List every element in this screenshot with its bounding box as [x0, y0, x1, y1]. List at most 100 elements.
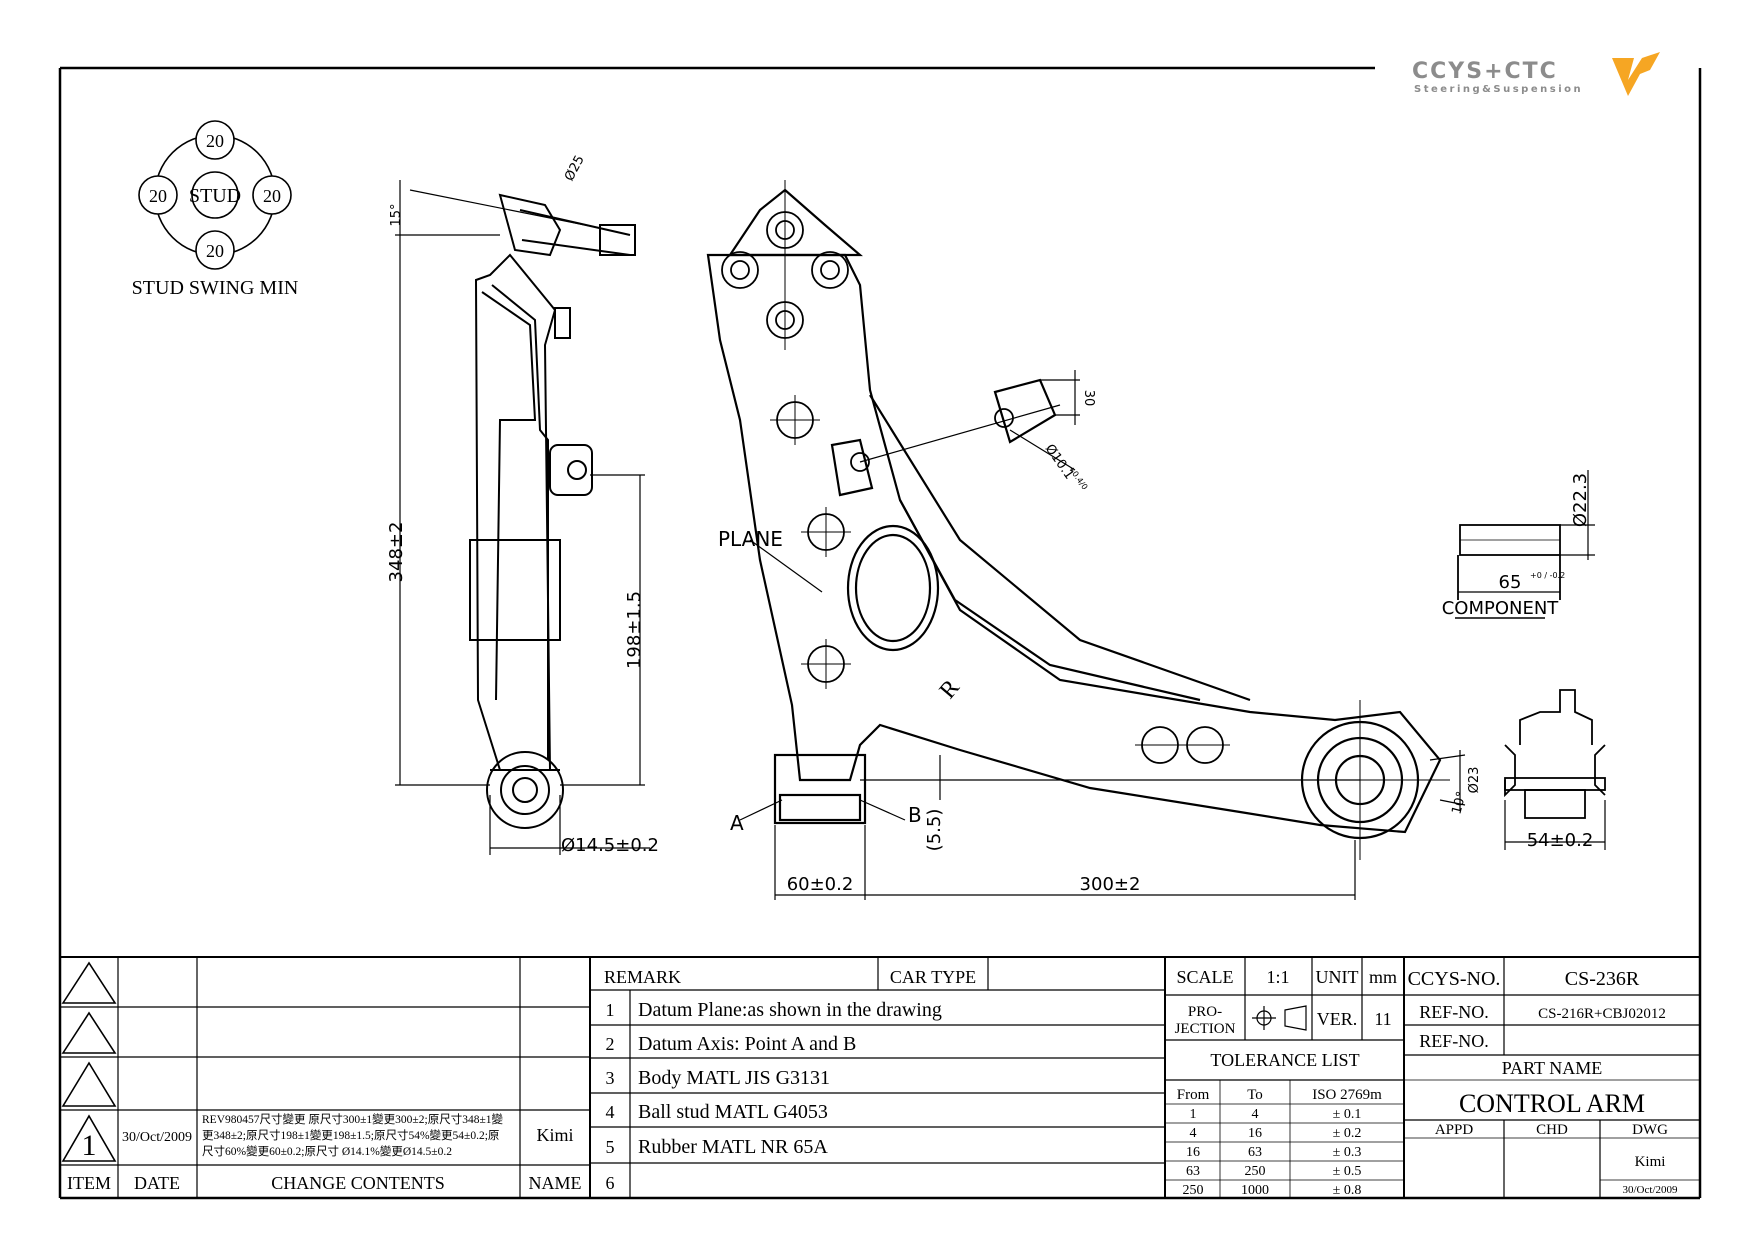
tol-header: From [1177, 1087, 1210, 1103]
dim-bush-width: 60±0.2 [787, 874, 854, 895]
tol-header: ISO 2769m [1312, 1087, 1382, 1103]
tolerance-cell: ± 0.2 [1333, 1126, 1362, 1141]
dim-offset: (5.5) [924, 809, 945, 852]
rev-header-date: DATE [134, 1173, 180, 1193]
drawer-name: Kimi [1635, 1154, 1666, 1170]
logo-mark-icon [1612, 52, 1660, 96]
dim-bush-dia-side: Ø14.5±0.2 [561, 835, 659, 856]
rev-line-3: 尺寸60%變更60±0.2;原尺寸 Ø14.1%變更Ø14.5±0.2 [202, 1144, 452, 1158]
rear-view [1504, 689, 1606, 850]
remark-text: Datum Plane:as shown in the drawing [638, 999, 942, 1021]
tolerance-cell: ± 0.1 [1333, 1107, 1362, 1122]
remark-num: 2 [606, 1034, 615, 1054]
tol-header: To [1247, 1087, 1263, 1103]
dim-bush-dia-rear: Ø23 [1467, 767, 1482, 794]
unit-label: UNIT [1316, 967, 1359, 987]
remark-title: REMARK [604, 967, 681, 987]
ref-number: CS-216R+CBJ02012 [1538, 1006, 1666, 1022]
swing-bottom: 20 [206, 241, 224, 261]
remark-num: 6 [606, 1173, 615, 1193]
company-logo: CCYS+CTC Steering&Suspension [1412, 52, 1660, 96]
scale-label: SCALE [1176, 967, 1233, 987]
remark-num: 3 [606, 1068, 615, 1088]
ccys-number: CS-236R [1565, 968, 1640, 990]
drawing-date: 30/Oct/2009 [1623, 1184, 1678, 1196]
dim-comp-dia: Ø22.3 [1570, 473, 1591, 527]
remark-num: 4 [606, 1102, 615, 1122]
swing-right: 20 [263, 186, 281, 206]
swing-left: 20 [149, 186, 167, 206]
stud-swing-caption: STUD SWING MIN [132, 277, 299, 299]
remark-text: Datum Axis: Point A and B [638, 1033, 856, 1055]
component-view [1455, 470, 1595, 619]
tolerance-cell: ± 0.8 [1333, 1183, 1362, 1198]
dim-span: 300±2 [1080, 874, 1141, 895]
scale-value: 1:1 [1266, 967, 1289, 987]
remark-text: Body MATL JIS G3131 [638, 1067, 830, 1089]
stud-swing-diagram [138, 120, 292, 270]
appd-label: APPD [1435, 1122, 1474, 1138]
dim-hole-spacing: 30 [1081, 390, 1096, 407]
tolerance-cell: 4 [1190, 1126, 1197, 1141]
tolerance-cell: 4 [1252, 1107, 1259, 1122]
tolerance-cell: 16 [1186, 1145, 1200, 1160]
tolerance-cell: ± 0.3 [1333, 1145, 1362, 1160]
projection-symbol-icon [1252, 1005, 1307, 1031]
title-block-lines [60, 956, 1700, 1198]
dwg-label: DWG [1632, 1122, 1668, 1138]
tolerance-cell: 1 [1190, 1107, 1197, 1122]
rev-line-1: REV980457尺寸變更 原尺寸300±1變更300±2;原尺寸348±1變 [202, 1112, 504, 1126]
stud-label: STUD [189, 185, 241, 207]
revision-triangles [61, 961, 117, 1162]
rev-name: Kimi [536, 1125, 573, 1145]
tolerance-cell: 63 [1248, 1145, 1262, 1160]
tolerance-cell: 16 [1248, 1126, 1262, 1141]
dim-height-total: 348±2 [386, 522, 407, 583]
component-label: COMPONENT [1442, 598, 1560, 619]
remark-text: Ball stud MATL G4053 [638, 1101, 828, 1123]
remark-num: 5 [606, 1137, 615, 1157]
part-name-label: PART NAME [1502, 1058, 1602, 1078]
dim-height-mid: 198±1.5 [624, 591, 645, 669]
point-a: A [730, 811, 744, 835]
tolerance-rows: 1 4 ± 0.1 4 16 ± 0.2 16 63 ± 0.3 63 250 ± 0.5 250 100… [1183, 1107, 1362, 1198]
rev-header-name: NAME [529, 1173, 582, 1193]
rev-line-2: 更348±2;原尺寸198±1變更198±1.5;原尺寸54%變更54±0.2;… [202, 1128, 499, 1142]
car-type-label: CAR TYPE [890, 967, 976, 987]
point-b: B [908, 803, 922, 827]
dim-bush-angle: 10° [1449, 790, 1469, 816]
ccys-label: CCYS-NO. [1408, 968, 1501, 990]
rev-header-contents: CHANGE CONTENTS [271, 1173, 445, 1193]
tolerance-cell: 250 [1245, 1164, 1266, 1179]
side-view-dimensions [395, 180, 650, 855]
remark-text: Rubber MATL NR 65A [638, 1136, 828, 1158]
tolerance-cell: 250 [1183, 1183, 1204, 1198]
dim-rear-width: 54±0.2 [1527, 830, 1594, 851]
remark-num: 1 [606, 1000, 615, 1020]
dim-comp-tol: +0 / -0.2 [1530, 571, 1565, 580]
tolerance-cell: ± 0.5 [1333, 1164, 1362, 1179]
side-view [469, 193, 636, 829]
front-view-dimensions [739, 370, 1466, 900]
ver-value: 11 [1374, 1009, 1391, 1029]
ref-label-2: REF-NO. [1419, 1031, 1489, 1051]
projection-label-1: PRO- [1188, 1004, 1222, 1020]
ref-label: REF-NO. [1419, 1002, 1489, 1022]
tolerance-cell: 1000 [1241, 1183, 1269, 1198]
swing-top: 20 [206, 131, 224, 151]
part-name: CONTROL ARM [1459, 1089, 1645, 1118]
dim-comp-len: 65 [1499, 572, 1522, 593]
chd-label: CHD [1536, 1122, 1568, 1138]
unit-value: mm [1369, 967, 1397, 987]
tolerance-cell: 63 [1186, 1164, 1200, 1179]
rev-item: 1 [82, 1129, 97, 1162]
ver-label: VER. [1317, 1009, 1358, 1029]
rev-date: 30/Oct/2009 [122, 1130, 192, 1145]
svg-text:Steering&Suspension: Steering&Suspension [1414, 84, 1583, 95]
svg-text:CCYS+CTC: CCYS+CTC [1412, 59, 1558, 84]
dim-angle: 15° [389, 203, 404, 226]
plane-label: PLANE [718, 527, 783, 551]
rev-header-item: ITEM [67, 1173, 111, 1193]
